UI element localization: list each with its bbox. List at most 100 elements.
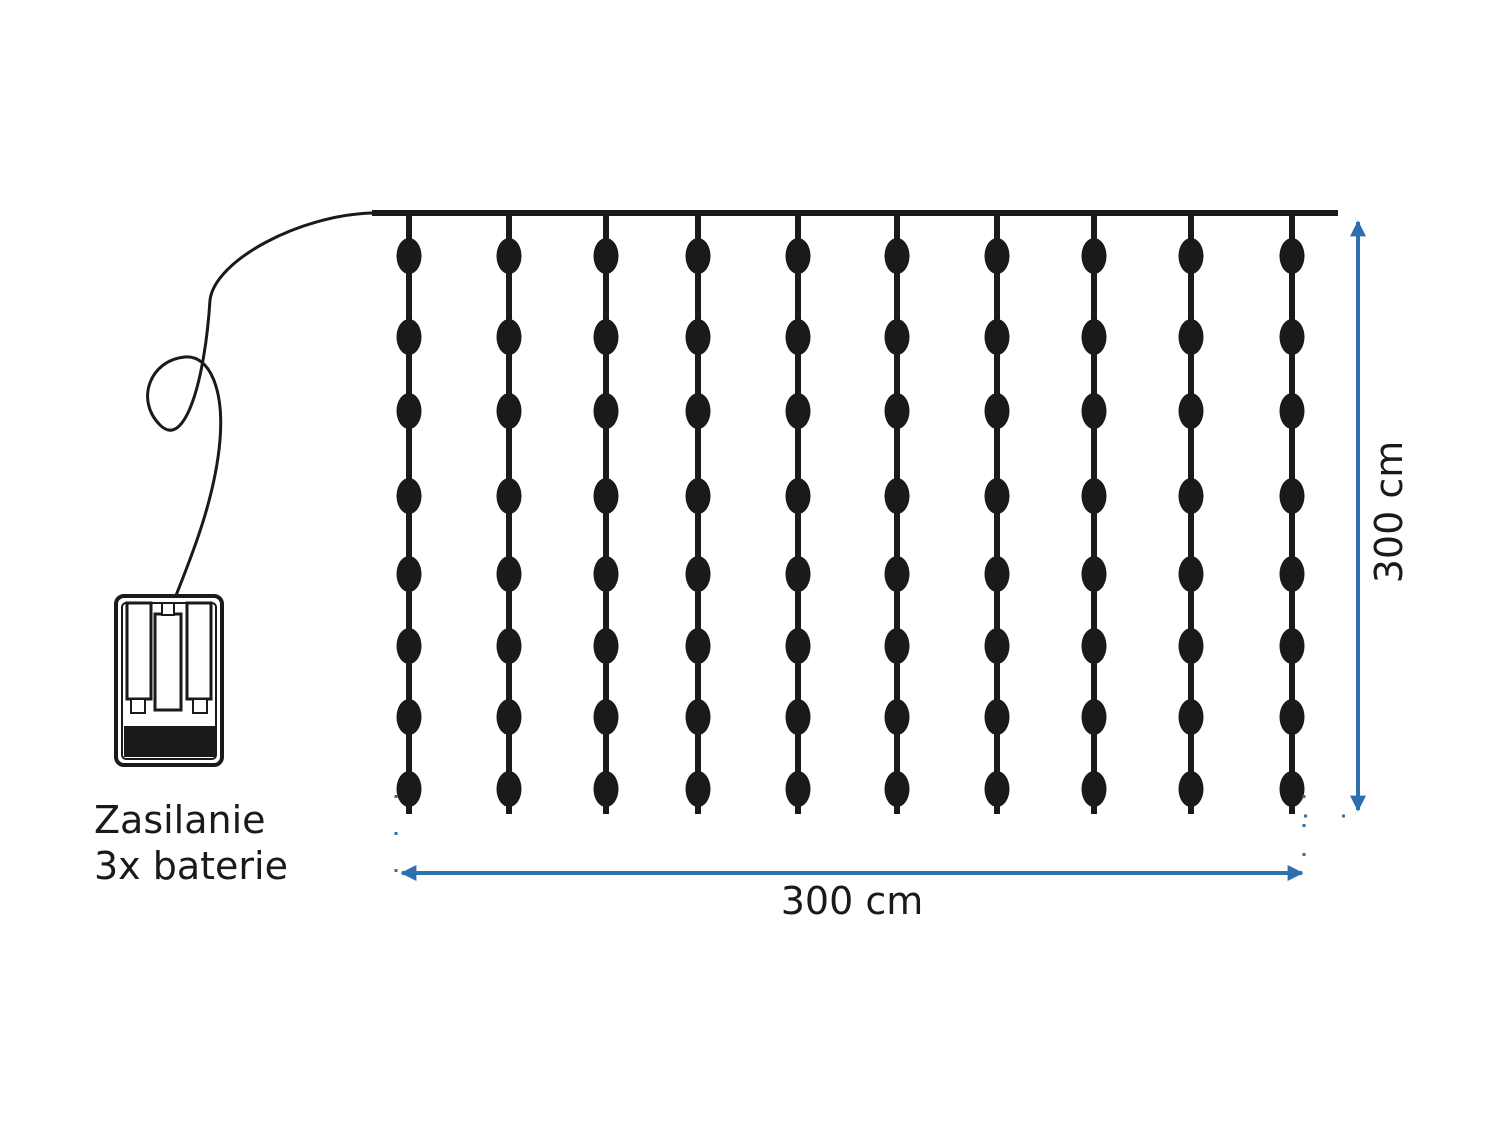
bulb-icon xyxy=(593,699,619,735)
bulb-icon xyxy=(396,238,422,274)
height-label: 300 cm xyxy=(1367,441,1411,584)
bulb-icon xyxy=(1279,393,1305,429)
bulb-icon xyxy=(884,699,910,735)
bulb-icon xyxy=(593,556,619,592)
bulb-icon xyxy=(785,699,811,735)
bulb-icon xyxy=(984,393,1010,429)
bulb-icon xyxy=(1279,238,1305,274)
bulb-icon xyxy=(884,393,910,429)
light-strand xyxy=(685,216,711,814)
bulb-icon xyxy=(1081,319,1107,355)
bulb-icon xyxy=(1081,699,1107,735)
bulb-icon xyxy=(1081,628,1107,664)
bulb-icon xyxy=(685,556,711,592)
bulb-icon xyxy=(785,238,811,274)
bulb-icon xyxy=(1279,556,1305,592)
bulb-icon xyxy=(884,771,910,807)
bulb-icon xyxy=(984,556,1010,592)
bulb-icon xyxy=(496,478,522,514)
bulb-icon xyxy=(1178,556,1204,592)
bulb-icon xyxy=(685,393,711,429)
bulb-icon xyxy=(396,319,422,355)
bulb-icon xyxy=(396,556,422,592)
light-strand xyxy=(1279,216,1305,814)
bulb-icon xyxy=(1279,628,1305,664)
power-cable xyxy=(146,211,373,599)
bulb-icon xyxy=(884,238,910,274)
bulb-icon xyxy=(396,771,422,807)
bulb-icon xyxy=(1081,478,1107,514)
bulb-icon xyxy=(1178,478,1204,514)
bulb-icon xyxy=(593,319,619,355)
light-strand xyxy=(1178,216,1204,814)
bulb-icon xyxy=(785,556,811,592)
bulb-icon xyxy=(1178,393,1204,429)
bulb-icon xyxy=(496,628,522,664)
light-strand xyxy=(785,216,811,814)
bulb-icon xyxy=(685,628,711,664)
bulb-icon xyxy=(496,238,522,274)
bulb-icon xyxy=(884,556,910,592)
bulb-icon xyxy=(593,238,619,274)
light-strand xyxy=(593,216,619,814)
bulb-icon xyxy=(1279,319,1305,355)
bulb-icon xyxy=(1178,319,1204,355)
bulb-icon xyxy=(1279,699,1305,735)
bulb-icon xyxy=(884,628,910,664)
bulb-icon xyxy=(785,628,811,664)
bulb-icon xyxy=(396,699,422,735)
bulb-icon xyxy=(396,628,422,664)
bulb-icon xyxy=(984,319,1010,355)
bulb-icon xyxy=(1178,628,1204,664)
bulb-icon xyxy=(1279,478,1305,514)
bulb-icon xyxy=(1178,238,1204,274)
power-caption: Zasilanie 3x baterie xyxy=(94,797,288,889)
bulb-icon xyxy=(984,699,1010,735)
bulb-icon xyxy=(785,478,811,514)
bulb-icon xyxy=(685,771,711,807)
bulb-icon xyxy=(685,319,711,355)
bulb-icon xyxy=(685,699,711,735)
bulb-icon xyxy=(1081,556,1107,592)
bulb-icon xyxy=(396,393,422,429)
bulb-icon xyxy=(496,556,522,592)
bulb-icon xyxy=(496,699,522,735)
bulb-icon xyxy=(785,319,811,355)
bulb-icon xyxy=(984,478,1010,514)
light-strand xyxy=(984,216,1010,814)
light-strand xyxy=(496,216,522,814)
power-caption-line2: 3x baterie xyxy=(94,844,288,888)
bulb-icon xyxy=(496,319,522,355)
power-caption-line1: Zasilanie xyxy=(94,798,266,842)
light-strand xyxy=(884,216,910,814)
bulb-icon xyxy=(785,771,811,807)
bulb-icon xyxy=(396,478,422,514)
bulb-icon xyxy=(984,238,1010,274)
bulb-icon xyxy=(593,771,619,807)
battery-box-icon xyxy=(114,594,224,767)
bulb-icon xyxy=(593,393,619,429)
bulb-icon xyxy=(685,238,711,274)
light-strand xyxy=(396,216,422,814)
bulb-icon xyxy=(593,628,619,664)
light-strands xyxy=(396,216,1305,814)
bulb-icon xyxy=(1081,238,1107,274)
light-strand xyxy=(1081,216,1107,814)
bulb-icon xyxy=(496,393,522,429)
bulb-icon xyxy=(1279,771,1305,807)
bulb-icon xyxy=(593,478,619,514)
bulb-icon xyxy=(496,771,522,807)
bulb-icon xyxy=(884,319,910,355)
width-label: 300 cm xyxy=(781,879,924,923)
bulb-icon xyxy=(1081,393,1107,429)
bulb-icon xyxy=(685,478,711,514)
bulb-icon xyxy=(785,393,811,429)
bulb-icon xyxy=(984,628,1010,664)
bulb-icon xyxy=(1081,771,1107,807)
bulb-icon xyxy=(884,478,910,514)
bulb-icon xyxy=(984,771,1010,807)
bulb-icon xyxy=(1178,771,1204,807)
bulb-icon xyxy=(1178,699,1204,735)
